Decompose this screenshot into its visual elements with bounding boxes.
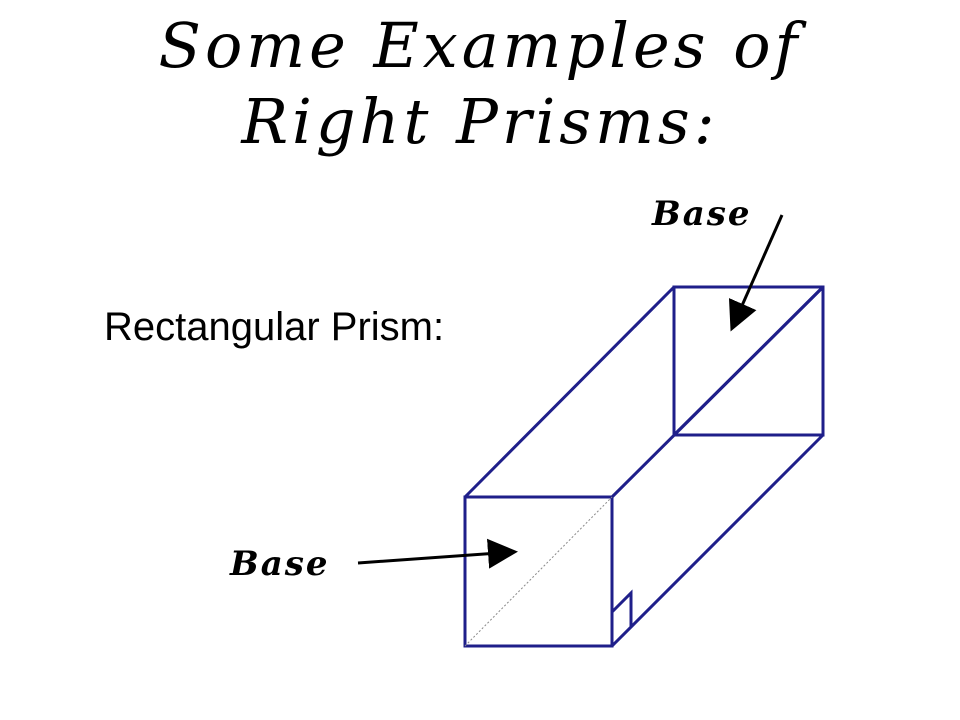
top-base-arrow — [728, 214, 784, 332]
top-left-edge — [463, 285, 676, 499]
bottom-base-label: Base — [230, 544, 330, 584]
top-right-edge — [610, 285, 825, 499]
front-base-square — [463, 495, 614, 648]
title-line-2: Right Prisms: — [241, 85, 719, 158]
page-title: Some Examples of Right Prisms: — [0, 8, 960, 160]
prism-type-label: Rectangular Prism: — [104, 305, 445, 349]
front-base-diagonal — [464, 496, 613, 647]
back-base-square — [672, 285, 825, 437]
bottom-right-edge — [610, 433, 825, 648]
top-base-label: Base — [652, 194, 752, 234]
bottom-base-arrow — [357, 538, 518, 569]
right-angle-marker — [610, 589, 633, 627]
title-line-1: Some Examples of — [158, 9, 802, 82]
